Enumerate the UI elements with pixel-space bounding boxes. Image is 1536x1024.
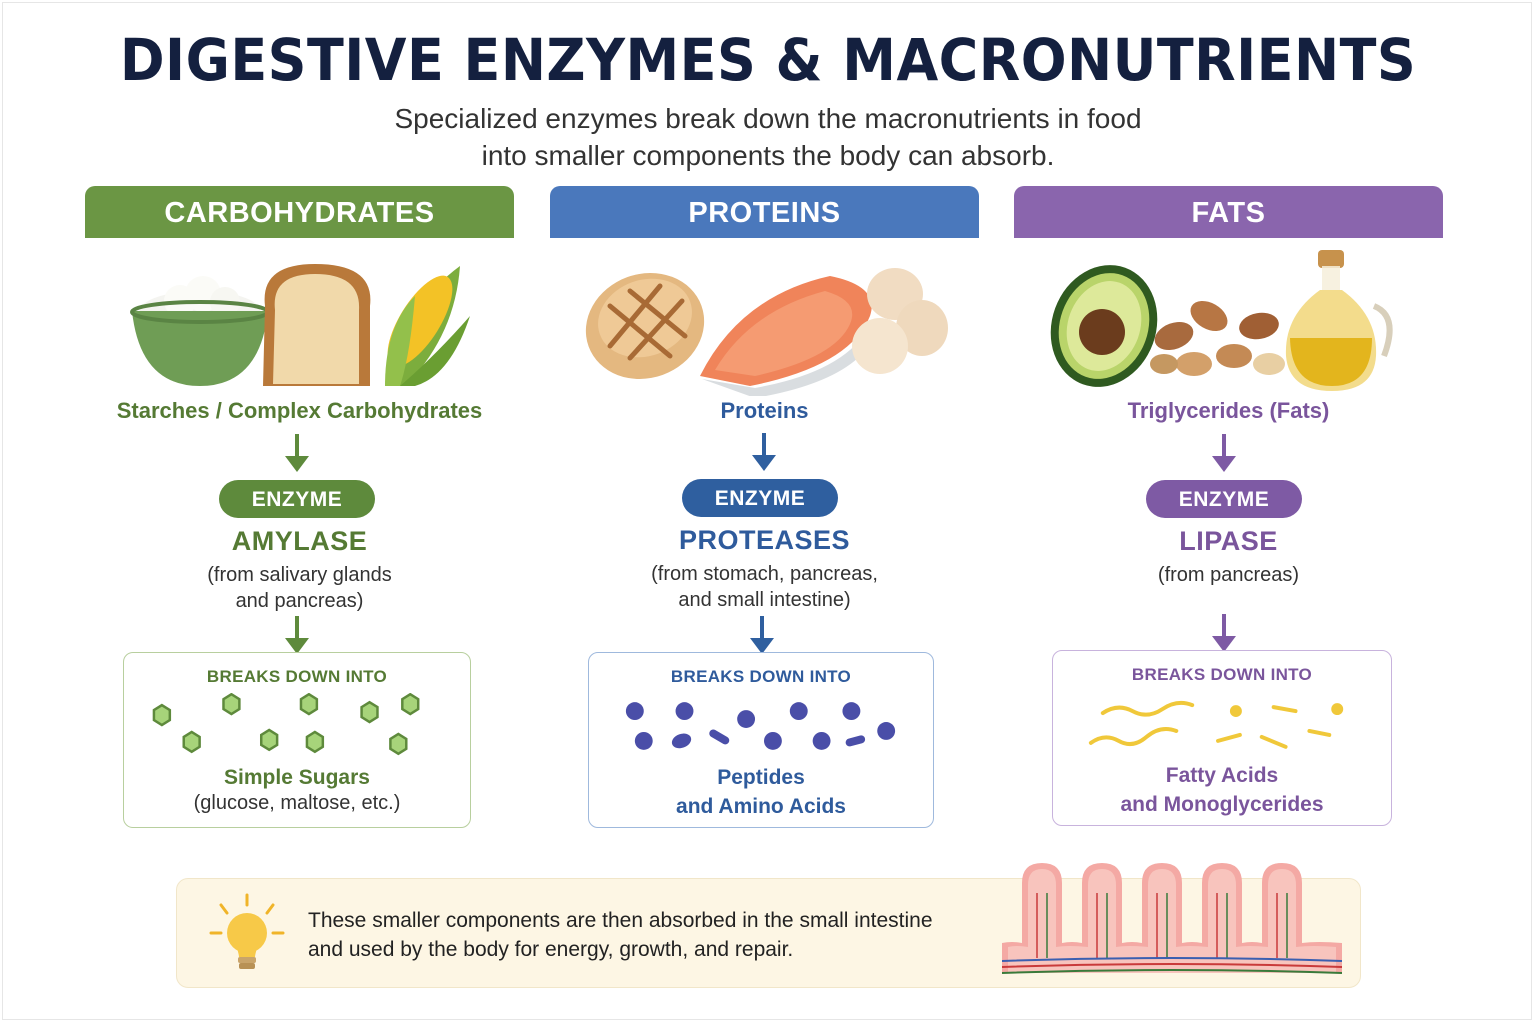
breaks-down-into-label: BREAKS DOWN INTO xyxy=(1131,665,1313,684)
carbohydrates-product-box: BREAKS DOWN INTO Simple Sugars (glucose,… xyxy=(123,652,471,828)
page-title: DIGESTIVE ENZYMES & MACRONUTRIENTS xyxy=(119,26,1417,94)
breaks-down-into-label: BREAKS DOWN INTO xyxy=(206,667,388,686)
subtitle-line-2: into smaller components the body can abs… xyxy=(481,140,1055,171)
amylase-source-line-1: (from salivary glands xyxy=(207,564,392,586)
proteins-product-box: BREAKS DOWN INTO Peptides and Amino Acid… xyxy=(588,652,934,828)
lightbulb-icon xyxy=(207,893,287,977)
down-arrow-icon xyxy=(749,433,779,473)
fatty-acids-line-1: Fatty Acids xyxy=(1165,764,1279,787)
peptides-line-1: Peptides xyxy=(717,766,805,789)
fatty-acids-line-2: and Monoglycerides xyxy=(1120,793,1324,816)
absorption-note-text: These smaller components are then absorb… xyxy=(308,906,1008,964)
fats-food-label: Triglycerides (Fats) xyxy=(1127,398,1330,423)
nuts-icon xyxy=(1150,300,1285,376)
down-arrow-icon xyxy=(1209,614,1239,654)
eggs-icon xyxy=(852,268,948,374)
breaks-down-into-label: BREAKS DOWN INTO xyxy=(670,667,852,686)
rice-bowl-icon xyxy=(130,276,270,386)
down-arrow-icon xyxy=(282,616,312,656)
amino-acid-dot-icon xyxy=(609,693,913,759)
proteins-header: PROTEINS xyxy=(550,186,979,238)
salmon-icon xyxy=(700,276,876,398)
carbohydrates-food-label: Starches / Complex Carbohydrates xyxy=(116,398,483,423)
page-subtitle: Specialized enzymes break down the macro… xyxy=(318,100,1218,174)
down-arrow-icon xyxy=(747,616,777,656)
down-arrow-icon xyxy=(1209,434,1239,474)
absorption-note-line-2: and used by the body for energy, growth,… xyxy=(308,938,794,961)
peptides-line-2: and Amino Acids xyxy=(676,795,846,818)
carbohydrates-column: CARBOHYDRATES Starches / Complex Carbohy… xyxy=(85,186,514,836)
proteases-source-line-1: (from stomach, pancreas, xyxy=(651,563,878,585)
proteins-food-label: Proteins xyxy=(720,398,809,423)
fatty-acids-label: Fatty Acids and Monoglycerides xyxy=(1053,761,1391,819)
oil-bottle-icon xyxy=(1285,250,1393,391)
corn-icon xyxy=(385,266,470,386)
lipase-enzyme-name: LIPASE xyxy=(1179,526,1278,556)
simple-sugars-examples: (glucose, maltose, etc.) xyxy=(193,792,401,814)
avocado-icon xyxy=(1050,265,1158,387)
carbohydrate-foods-illustration xyxy=(85,246,514,396)
amylase-source-line-2: and pancreas) xyxy=(235,590,364,612)
amylase-enzyme-name: AMYLASE xyxy=(231,526,368,556)
peptides-label: Peptides and Amino Acids xyxy=(589,763,933,821)
absorption-note-line-1: These smaller components are then absorb… xyxy=(308,909,933,932)
proteases-enzyme-name: PROTEASES xyxy=(678,525,851,555)
carbohydrates-header: CARBOHYDRATES xyxy=(85,186,514,238)
proteases-source: (from stomach, pancreas, and small intes… xyxy=(550,561,979,613)
down-arrow-icon xyxy=(282,434,312,474)
bread-icon xyxy=(263,264,371,386)
lipase-source: (from pancreas) xyxy=(1157,564,1300,586)
protein-foods-illustration xyxy=(550,246,979,398)
fat-foods-illustration xyxy=(1014,246,1443,396)
fats-product-box: BREAKS DOWN INTO Fatty Acids and Monogly… xyxy=(1052,650,1392,826)
intestinal-villi-icon xyxy=(1001,863,1343,983)
absorption-note-box: These smaller components are then absorb… xyxy=(176,863,1361,988)
fats-column: FATS xyxy=(1014,186,1443,836)
proteins-column: PROTEINS Proteins ENZYME xyxy=(550,186,979,836)
fats-header: FATS xyxy=(1014,186,1443,238)
proteins-enzyme-tag: ENZYME xyxy=(682,479,838,517)
proteases-source-line-2: and small intestine) xyxy=(678,589,851,611)
subtitle-line-1: Specialized enzymes break down the macro… xyxy=(394,103,1142,134)
hexagon-sugar-icon xyxy=(144,692,450,759)
simple-sugars-label: Simple Sugars xyxy=(224,766,370,789)
amylase-source: (from salivary glands and pancreas) xyxy=(85,562,514,614)
fats-enzyme-tag: ENZYME xyxy=(1146,480,1302,518)
carbohydrates-enzyme-tag: ENZYME xyxy=(219,480,375,518)
chicken-breast-icon xyxy=(585,273,705,379)
fatty-acid-chain-icon xyxy=(1073,691,1371,757)
